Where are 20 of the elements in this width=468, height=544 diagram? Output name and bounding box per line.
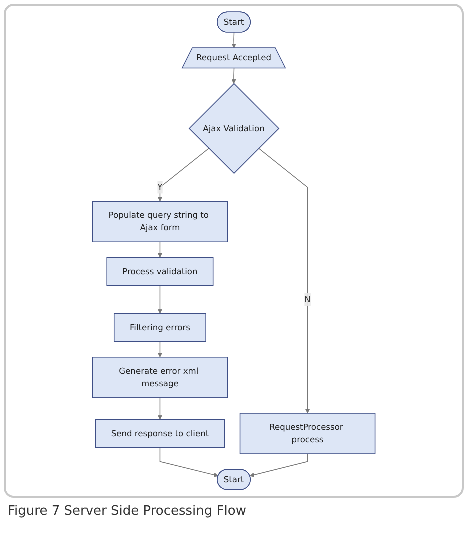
- arrow: [158, 398, 162, 420]
- node-box: Process validation: [106, 257, 214, 286]
- arrow: [158, 148, 210, 202]
- node-box: Generate error xml message: [92, 357, 228, 398]
- node-box: RequestProcessor process: [240, 413, 376, 454]
- arrow: [250, 454, 308, 478]
- node-box: Populate query string to Ajax form: [92, 201, 228, 242]
- edge-label: Y: [158, 182, 163, 192]
- arrow: [232, 68, 236, 84]
- arrow: [158, 341, 162, 358]
- arrow: [258, 148, 310, 414]
- arrow: [232, 32, 236, 48]
- node-box: Filtering errors: [114, 313, 206, 342]
- edge-label: N: [304, 294, 311, 304]
- node-diamond: Ajax Validation: [188, 83, 280, 174]
- arrow: [160, 447, 219, 478]
- node-box: Send response to client: [95, 419, 226, 448]
- arrow: [158, 285, 162, 314]
- figure-caption: Figure 7 Server Side Processing Flow: [8, 504, 248, 519]
- arrow: [158, 242, 162, 258]
